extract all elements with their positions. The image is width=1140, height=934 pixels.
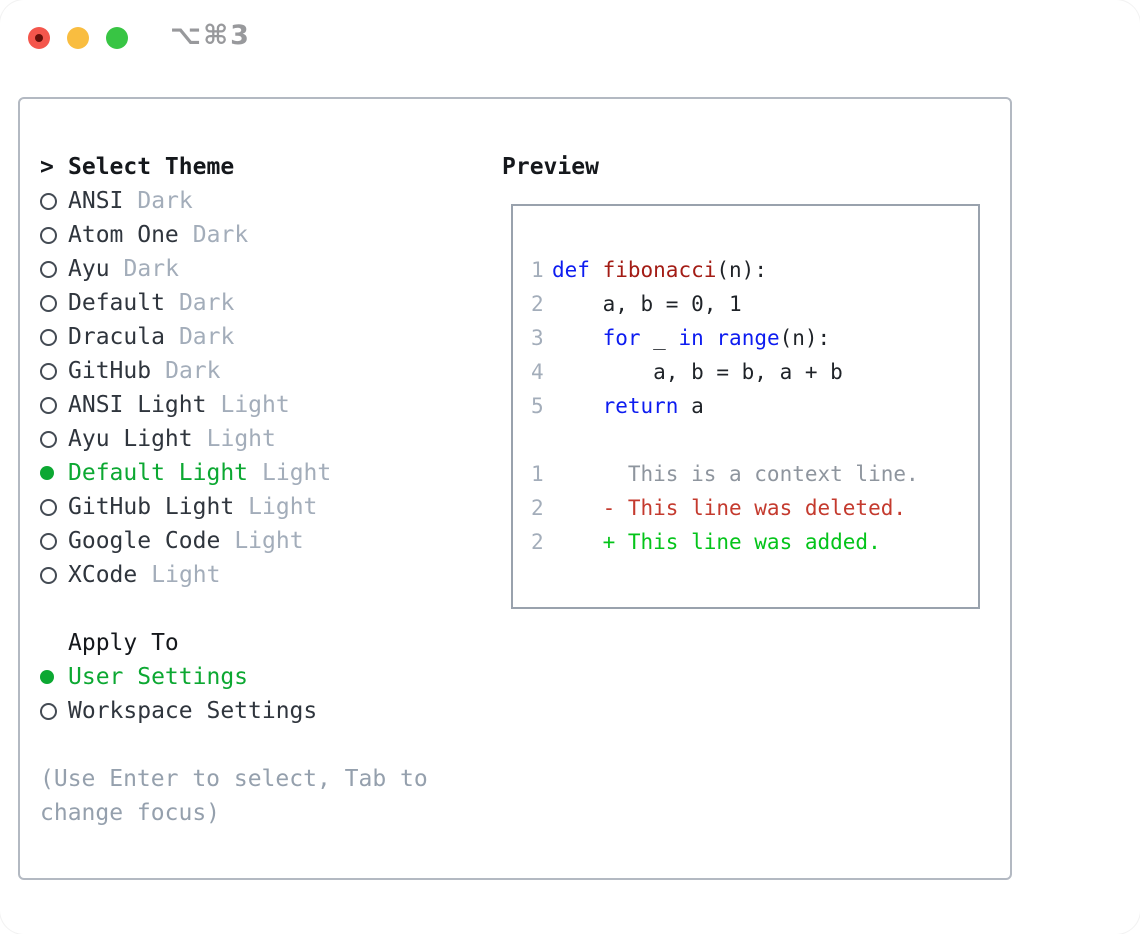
code-line: 4 a, b = b, a + b bbox=[531, 355, 843, 389]
diff-line-deleted: 2 - This line was deleted. bbox=[531, 491, 919, 525]
radio-icon bbox=[40, 329, 68, 346]
theme-option-ayu-light[interactable]: Ayu Light Light bbox=[40, 422, 331, 456]
radio-selected-icon bbox=[40, 466, 68, 480]
diff-text: This is a context line. bbox=[552, 462, 919, 486]
theme-option-default[interactable]: Default Dark bbox=[40, 286, 331, 320]
theme-variant: Dark bbox=[123, 256, 179, 282]
prompt-icon: > bbox=[40, 154, 54, 180]
diff-line-context: 1 This is a context line. bbox=[531, 457, 919, 491]
close-button[interactable] bbox=[28, 27, 50, 49]
theme-name: ANSI Light bbox=[68, 392, 207, 418]
theme-variant: Light bbox=[220, 392, 290, 418]
theme-name: Default Light bbox=[68, 460, 249, 486]
select-theme-header: > Select Theme bbox=[40, 150, 331, 184]
theme-option-default-light[interactable]: Default Light Light bbox=[40, 456, 331, 490]
theme-name: Dracula bbox=[68, 324, 165, 350]
theme-name: XCode bbox=[68, 562, 138, 588]
theme-name: ANSI bbox=[68, 188, 124, 214]
window-title: ⌥⌘3 bbox=[170, 20, 251, 51]
apply-option-label: User Settings bbox=[68, 664, 249, 690]
line-number: 2 bbox=[531, 292, 544, 316]
radio-icon bbox=[40, 193, 68, 210]
theme-variant: Dark bbox=[178, 290, 235, 316]
theme-variant: Dark bbox=[178, 324, 235, 350]
theme-variant: Light bbox=[234, 528, 304, 554]
code-line: 2 a, b = 0, 1 bbox=[531, 287, 843, 321]
line-number: 1 bbox=[531, 462, 544, 486]
line-number: 5 bbox=[531, 394, 544, 418]
radio-icon bbox=[40, 499, 68, 516]
theme-variant: Dark bbox=[165, 358, 221, 384]
theme-variant: Light bbox=[206, 426, 276, 452]
radio-icon bbox=[40, 533, 68, 550]
code-text: return a bbox=[602, 394, 704, 418]
theme-option-dracula[interactable]: Dracula Dark bbox=[40, 320, 331, 354]
line-number: 4 bbox=[531, 360, 544, 384]
theme-variant: Light bbox=[248, 494, 318, 520]
code-text: a, b = 0, 1 bbox=[552, 292, 742, 316]
preview-diff: 1 This is a context line.2 - This line w… bbox=[531, 457, 919, 559]
minimize-button[interactable] bbox=[67, 27, 89, 49]
theme-variant: Light bbox=[151, 562, 221, 588]
keyboard-hint: (Use Enter to select, Tab to change focu… bbox=[40, 766, 428, 826]
theme-name: GitHub Light bbox=[68, 494, 235, 520]
theme-option-ansi[interactable]: ANSI Dark bbox=[40, 184, 331, 218]
diff-line-added: 2 + This line was added. bbox=[531, 525, 919, 559]
radio-icon bbox=[40, 363, 68, 380]
apply-option-user-settings[interactable]: User Settings bbox=[40, 660, 317, 694]
theme-variant: Dark bbox=[137, 188, 193, 214]
diff-text: - This line was deleted. bbox=[552, 496, 907, 520]
theme-option-xcode[interactable]: XCode Light bbox=[40, 558, 331, 592]
line-number: 3 bbox=[531, 326, 544, 350]
diff-text: + This line was added. bbox=[552, 530, 881, 554]
line-number: 2 bbox=[531, 496, 544, 520]
code-text: def fibonacci(n): bbox=[552, 258, 767, 282]
code-text: a, b = b, a + b bbox=[552, 360, 843, 384]
radio-icon bbox=[40, 227, 68, 244]
theme-variant: Dark bbox=[192, 222, 249, 248]
theme-option-ayu[interactable]: Ayu Dark bbox=[40, 252, 331, 286]
theme-option-ansi-light[interactable]: ANSI Light Light bbox=[40, 388, 331, 422]
apply-option-label: Workspace Settings bbox=[68, 698, 318, 724]
radio-icon bbox=[40, 295, 68, 312]
theme-option-google-code[interactable]: Google Code Light bbox=[40, 524, 331, 558]
theme-option-github[interactable]: GitHub Dark bbox=[40, 354, 331, 388]
apply-to-header: Apply To bbox=[40, 626, 317, 660]
code-line: 3 for _ in range(n): bbox=[531, 321, 843, 355]
radio-icon bbox=[40, 703, 68, 720]
theme-name: Google Code bbox=[68, 528, 221, 554]
theme-name: Default bbox=[68, 290, 165, 316]
radio-icon bbox=[40, 567, 68, 584]
window-controls bbox=[28, 27, 128, 49]
theme-name: Ayu Light bbox=[68, 426, 193, 452]
select-theme-title: Select Theme bbox=[68, 154, 235, 180]
theme-name: Atom One bbox=[68, 222, 179, 248]
radio-icon bbox=[40, 261, 68, 278]
zoom-button[interactable] bbox=[106, 27, 128, 49]
line-number: 2 bbox=[531, 530, 544, 554]
theme-name: GitHub bbox=[68, 358, 152, 384]
code-line: 1 def fibonacci(n): bbox=[531, 253, 843, 287]
radio-icon bbox=[40, 397, 68, 414]
theme-option-github-light[interactable]: GitHub Light Light bbox=[40, 490, 331, 524]
apply-to-title: Apply To bbox=[68, 630, 179, 656]
line-number: 1 bbox=[531, 258, 544, 282]
radio-selected-icon bbox=[40, 670, 68, 684]
preview-title: Preview bbox=[502, 154, 599, 180]
code-text: for _ in range(n): bbox=[602, 326, 831, 350]
apply-option-workspace-settings[interactable]: Workspace Settings bbox=[40, 694, 317, 728]
code-line: 5 return a bbox=[531, 389, 843, 423]
theme-name: Ayu bbox=[68, 256, 110, 282]
theme-option-atom-one[interactable]: Atom One Dark bbox=[40, 218, 331, 252]
radio-icon bbox=[40, 431, 68, 448]
theme-variant: Light bbox=[262, 460, 332, 486]
